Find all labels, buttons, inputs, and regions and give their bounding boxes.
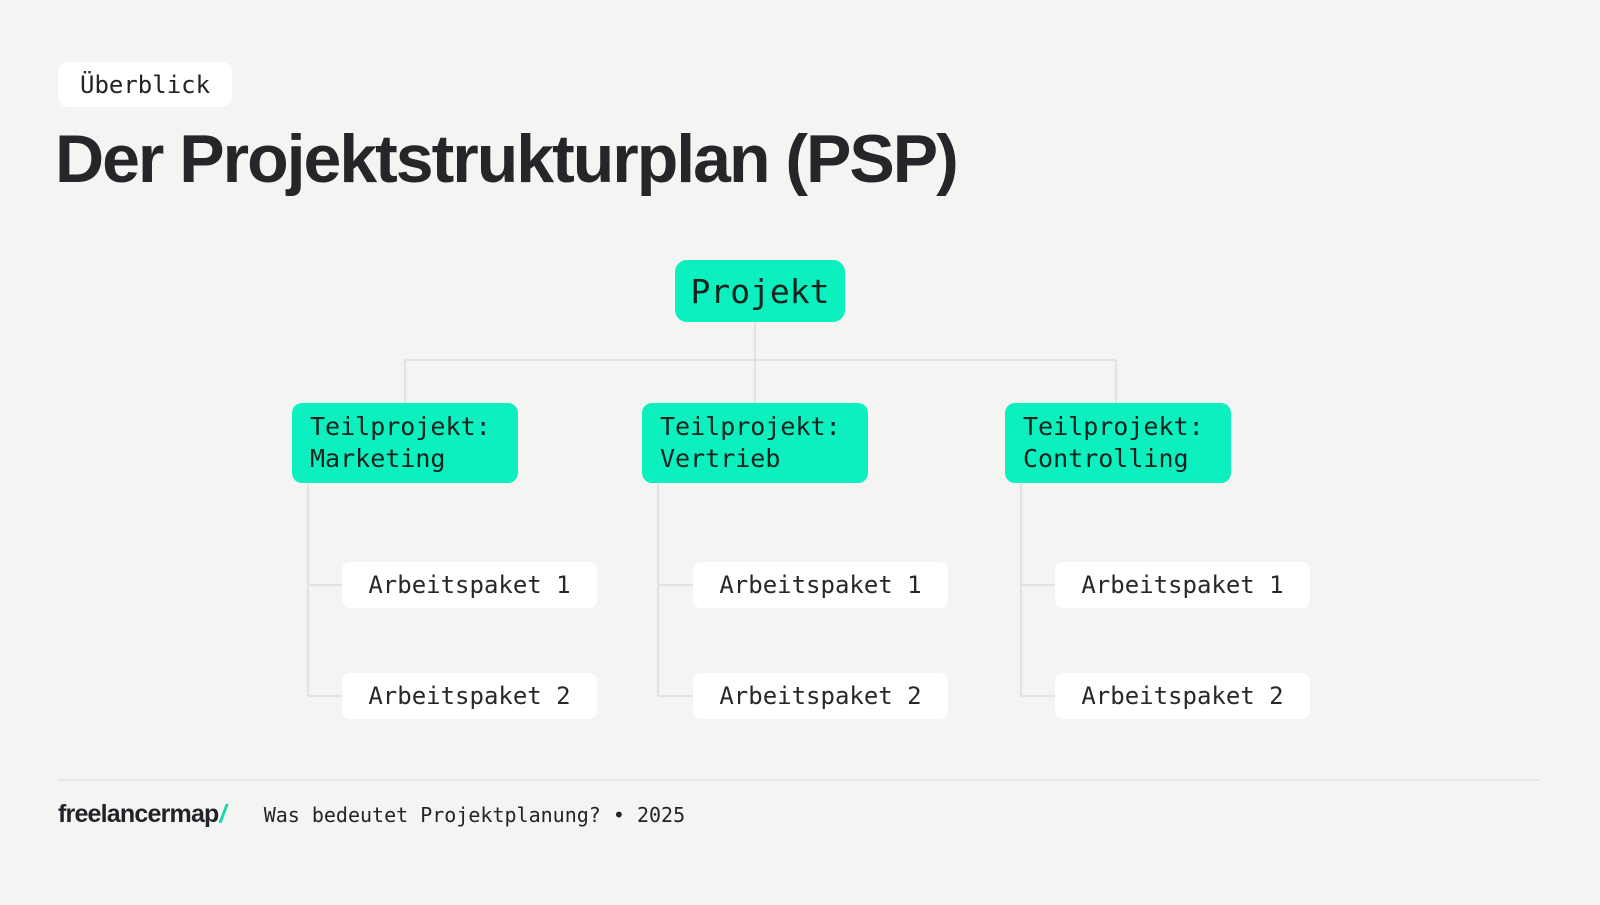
node-workpackage-vertrieb-1: Arbeitspaket 1 <box>693 562 948 608</box>
subproject-title: Teilprojekt: <box>1023 412 1204 441</box>
workpackage-label: Arbeitspaket 2 <box>719 682 922 710</box>
node-project: Projekt <box>675 260 845 322</box>
workpackage-label: Arbeitspaket 2 <box>368 682 571 710</box>
node-workpackage-vertrieb-2: Arbeitspaket 2 <box>693 673 948 719</box>
footer: freelancermap/ Was bedeutet Projektplanu… <box>58 800 685 829</box>
node-workpackage-marketing-1: Arbeitspaket 1 <box>342 562 597 608</box>
node-workpackage-controlling-2: Arbeitspaket 2 <box>1055 673 1310 719</box>
overview-badge-label: Überblick <box>80 70 211 99</box>
node-subproject-vertrieb: Teilprojekt: Vertrieb <box>642 403 868 483</box>
node-project-label: Projekt <box>690 271 830 311</box>
workpackage-label: Arbeitspaket 2 <box>1081 682 1284 710</box>
workpackage-label: Arbeitspaket 1 <box>719 571 922 599</box>
footer-caption: Was bedeutet Projektplanung? • 2025 <box>263 802 686 827</box>
overview-badge: Überblick <box>58 62 233 107</box>
subproject-name: Vertrieb <box>660 444 781 473</box>
freelancermap-logo: freelancermap/ <box>58 800 227 829</box>
page-title: Der Projektstrukturplan (PSP) <box>55 121 959 197</box>
workpackage-label: Arbeitspaket 1 <box>368 571 571 599</box>
logo-wordmark: freelancermap <box>58 800 219 828</box>
logo-slash-icon: / <box>219 800 227 828</box>
subproject-name: Marketing <box>310 444 446 473</box>
node-subproject-marketing: Teilprojekt: Marketing <box>292 403 518 483</box>
node-workpackage-controlling-1: Arbeitspaket 1 <box>1055 562 1310 608</box>
workpackage-label: Arbeitspaket 1 <box>1081 571 1284 599</box>
subproject-title: Teilprojekt: <box>660 412 841 441</box>
node-workpackage-marketing-2: Arbeitspaket 2 <box>342 673 597 719</box>
subproject-name: Controlling <box>1023 444 1189 473</box>
subproject-title: Teilprojekt: <box>310 412 491 441</box>
node-subproject-controlling: Teilprojekt: Controlling <box>1005 403 1231 483</box>
footer-divider <box>58 779 1539 781</box>
